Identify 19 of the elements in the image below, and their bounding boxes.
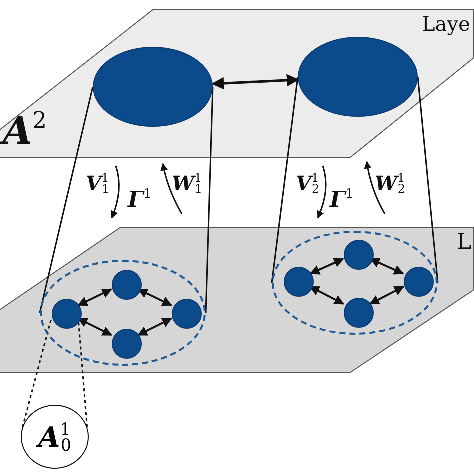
double-arrow — [78, 318, 112, 336]
double-arrow — [138, 288, 172, 306]
projection-line — [271, 76, 299, 284]
projection-line — [205, 86, 214, 314]
projection-line — [39, 86, 94, 314]
math-symbol: Γ$^{1}$ — [128, 188, 152, 212]
math-symbol: Γ$^{1}$ — [330, 188, 354, 212]
layer-label: L — [457, 232, 472, 254]
projection-line — [417, 76, 439, 284]
double-arrow — [212, 74, 300, 90]
double-arrow — [138, 318, 172, 336]
group-ellipse — [272, 231, 438, 335]
layer-label: Laye — [422, 14, 470, 34]
double-arrow — [310, 258, 344, 275]
group-ellipse — [40, 260, 206, 366]
double-arrow — [309, 286, 345, 305]
dotted-line — [22, 318, 52, 428]
double-arrow — [369, 286, 405, 305]
double-arrow — [78, 288, 112, 306]
